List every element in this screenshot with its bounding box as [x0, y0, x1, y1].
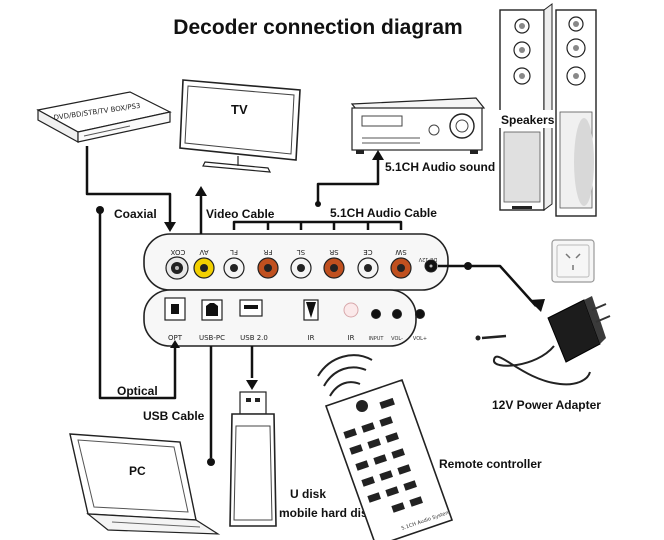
pc-label: PC [129, 464, 146, 478]
power-arrow [529, 299, 545, 312]
hdd-label: mobile hard disk [279, 506, 375, 520]
wall-socket [551, 239, 595, 283]
usb-flash-drive [229, 391, 277, 527]
audio-bus-line [232, 220, 403, 230]
audio-sound-label: 5.1CH Audio sound [385, 160, 495, 174]
bottom-port-labels: OPT USB-PC USB 2.0 IR IR INPUT VOL- VOL+ [168, 334, 427, 342]
port-label-vol-minus: VOL- [391, 336, 403, 342]
port-label-sw: SW [395, 248, 406, 256]
sl-jack [290, 257, 312, 279]
port-label-ir: IR [308, 334, 315, 342]
coaxial-arrow [164, 222, 176, 232]
av-receiver [350, 97, 486, 154]
video-cable-label: Video Cable [206, 207, 275, 221]
diagram-title: Decoder connection diagram [173, 16, 462, 39]
port-label-usb-20: USB 2.0 [240, 334, 268, 342]
audio-dot [315, 201, 321, 207]
top-port-labels: COX AV FL FR SL SR CE SW DC 12V [170, 248, 437, 262]
remote-label: Remote controller [439, 457, 542, 471]
ir-window [343, 302, 359, 318]
optical-cable-line [98, 210, 177, 400]
coaxial-label: Coaxial [114, 207, 157, 221]
power-adapter [475, 296, 611, 386]
audio-cable-label: 5.1CH Audio Cable [330, 206, 437, 220]
dvd-player: DVD/BD/STB/TV BOX/PS3 [36, 91, 172, 144]
port-label-input: INPUT [369, 336, 385, 342]
input-button [371, 309, 381, 319]
usb-pc-port [201, 299, 223, 321]
sr-jack [323, 257, 345, 279]
power-dot [464, 262, 472, 270]
port-label-sl: SL [297, 248, 305, 256]
laptop [69, 433, 221, 535]
vol-minus-button [392, 309, 402, 319]
speakers-label: Speakers [501, 113, 555, 127]
coaxial-cable-line [85, 146, 172, 222]
speakers [499, 3, 597, 217]
tv-label: TV [231, 102, 248, 117]
ir-sensor-plug [303, 299, 319, 321]
usb-dot [207, 458, 215, 466]
video-arrow [195, 186, 207, 196]
coaxial-jack [165, 256, 189, 280]
port-label-av: AV [199, 248, 208, 256]
usb-disk-arrow [246, 380, 258, 390]
port-label-ce: CE [363, 248, 372, 256]
optical-arrow [170, 340, 180, 348]
power-adapter-line [468, 264, 537, 307]
audio-arrow [372, 150, 384, 160]
optical-label: Optical [117, 384, 158, 398]
port-label-fl: FL [230, 248, 238, 256]
port-label-vol-plus: VOL+ [413, 336, 427, 342]
port-label-sr: SR [329, 248, 338, 256]
tv: TV [179, 79, 301, 173]
optical-dot [96, 206, 104, 214]
ce-jack [357, 257, 379, 279]
dc-power-jack [424, 259, 438, 273]
fr-jack [257, 257, 279, 279]
port-label-opt: OPT [168, 334, 183, 342]
port-label-ir-window: IR [348, 334, 355, 342]
audio-to-receiver-line [316, 156, 380, 204]
port-label-usb-pc: USB-PC [199, 334, 225, 342]
sw-jack [390, 257, 412, 279]
optical-port [164, 297, 186, 321]
port-label-cox: COX [170, 248, 185, 256]
vol-plus-button [415, 309, 425, 319]
port-label-dc: DC 12V [418, 256, 437, 262]
power-adapter-label: 12V Power Adapter [492, 398, 601, 412]
usb-20-port [239, 299, 263, 317]
udisk-label: U disk [290, 487, 326, 501]
av-jack [193, 257, 215, 279]
usb-cable-label: USB Cable [143, 409, 205, 423]
port-label-fr: FR [263, 248, 272, 256]
audio-bus-drops [266, 222, 370, 230]
fl-jack [223, 257, 245, 279]
